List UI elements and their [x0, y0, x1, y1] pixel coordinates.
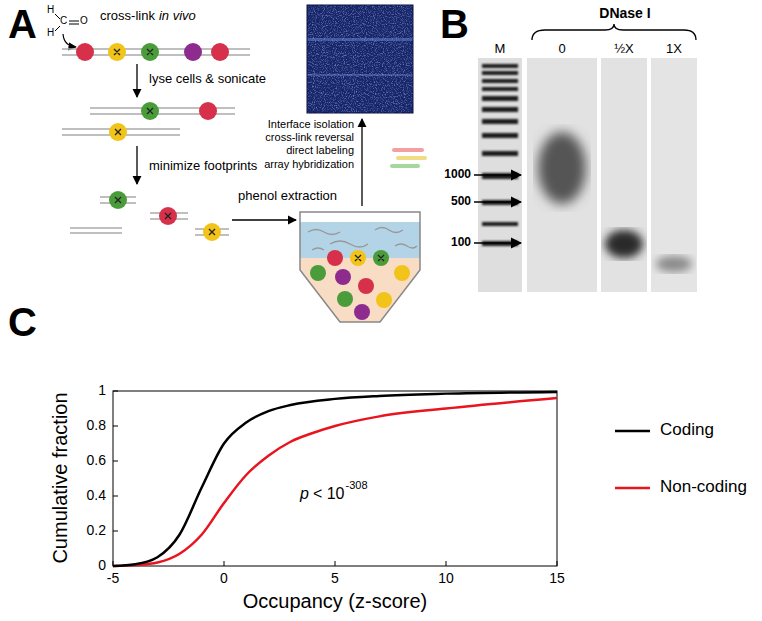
tick-mark: [224, 561, 225, 566]
lane-label: 1X: [666, 41, 682, 57]
legend-sample: [615, 487, 650, 490]
atom-label: H: [47, 4, 54, 16]
chromatin-step1: [62, 43, 250, 61]
tick-mark: [335, 561, 336, 566]
atom-label: H: [47, 27, 54, 39]
tick-mark: [113, 531, 118, 532]
p-value: -308: [346, 479, 368, 492]
step-label: lyse cells & sonicate: [149, 71, 266, 87]
tick-mark: [557, 561, 558, 566]
legend-label: Non-coding: [660, 477, 747, 497]
step-label: cross-link: [100, 8, 155, 24]
axis-title: Cumulative fraction: [48, 392, 72, 563]
step-label: minimize footprints: [149, 158, 257, 174]
size-marker: 500: [451, 194, 471, 208]
labeled-fragments: [392, 150, 425, 166]
p-value: < 10: [313, 484, 345, 503]
tick-mark: [113, 391, 118, 392]
step-label: in vivo: [159, 8, 196, 24]
tick-label: -5: [107, 570, 119, 587]
step-arrow: [136, 146, 137, 184]
chromatin-step3: [70, 191, 229, 241]
cdf-curve: [113, 392, 557, 566]
size-marker: 1000: [444, 167, 471, 181]
size-marker: 100: [451, 235, 471, 249]
panel-letter: C: [8, 298, 37, 346]
step-label: Interface isolation cross-link reversal …: [261, 118, 354, 171]
step-arrow: [232, 219, 296, 220]
tick-label: 0.2: [87, 522, 106, 539]
microarray-image: [307, 5, 413, 113]
lane-label: ½X: [614, 41, 634, 57]
atom-label: C: [60, 15, 67, 27]
tick-label: 0: [220, 570, 228, 587]
tick-label: 10: [438, 570, 454, 587]
treatment-title: DNase I: [599, 5, 650, 22]
step-label: phenol extraction: [238, 188, 337, 204]
cdf-plot: [113, 391, 557, 566]
tick-label: 1: [98, 382, 106, 399]
agarose-gel: [474, 24, 697, 292]
legend-label: Coding: [660, 420, 714, 440]
formaldehyde-bonds: [55, 14, 79, 31]
crosslink-arrow: [63, 34, 76, 47]
legend-sample: [615, 430, 650, 433]
step-arrow: [361, 119, 362, 206]
atom-label: O: [80, 15, 88, 27]
tick-label: 5: [331, 570, 339, 587]
tick-label: 0.8: [87, 417, 106, 434]
panel-letter: A: [8, 0, 37, 48]
step-arrow: [136, 64, 137, 97]
lane-label: M: [495, 41, 506, 57]
tick-mark: [113, 461, 118, 462]
panel-letter: B: [440, 0, 469, 48]
p-value: p: [300, 484, 309, 503]
tick-label: 15: [549, 570, 565, 587]
tick-label: 0.4: [87, 487, 106, 504]
tick-mark: [113, 496, 118, 497]
tick-label: 0: [98, 557, 106, 574]
tick-mark: [113, 426, 118, 427]
chromatin-step2: [62, 102, 235, 141]
tick-mark: [446, 561, 447, 566]
lane-label: 0: [558, 41, 565, 57]
tick-label: 0.6: [87, 452, 106, 469]
cdf-curve: [113, 398, 557, 566]
phenol-tube: [300, 212, 420, 322]
axis-title: Occupancy (z-score): [243, 589, 428, 613]
